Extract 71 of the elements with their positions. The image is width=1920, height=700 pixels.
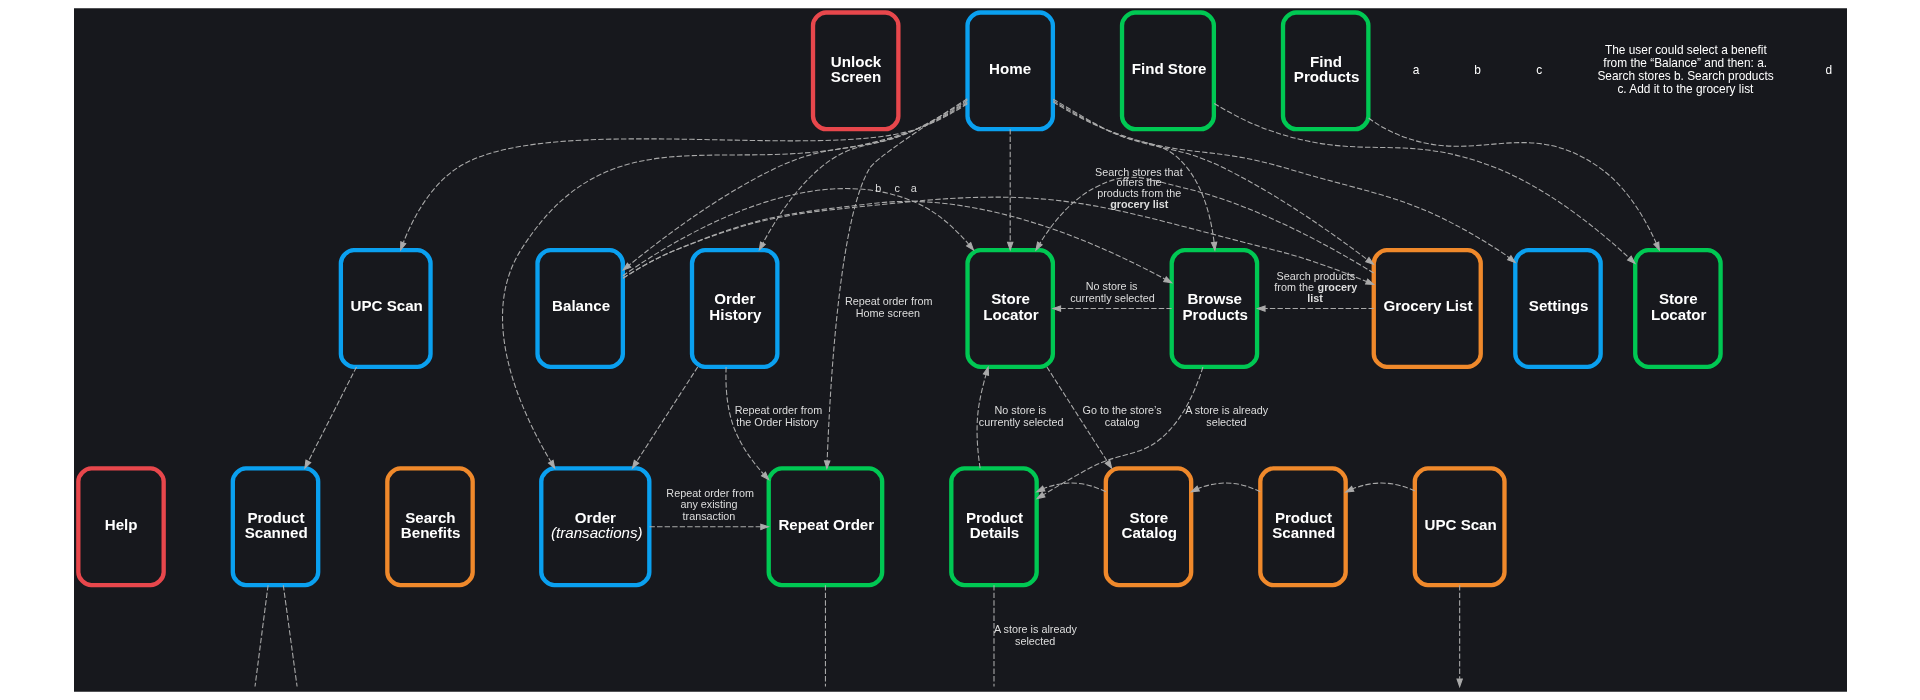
arrow <box>1189 482 1261 493</box>
node-box: Grocery List <box>1371 248 1483 370</box>
node-box: Product Scanned <box>1257 466 1348 588</box>
arrow <box>1255 305 1374 312</box>
arrow <box>621 101 968 272</box>
arrow <box>501 102 968 470</box>
arrow <box>622 200 1173 284</box>
node-box: Help <box>75 466 166 588</box>
edge-label: No store is currently selected <box>978 404 1063 429</box>
arrow <box>1052 100 1375 266</box>
node-box: Store Locator <box>1632 248 1723 370</box>
edge-label: A store is already selected <box>1184 404 1268 429</box>
arrow <box>303 366 357 470</box>
edge-label: c <box>894 182 900 195</box>
arrow <box>1052 101 1516 264</box>
node-box: Product Scanned <box>230 466 320 588</box>
connector <box>282 584 298 688</box>
edge-label: b <box>874 182 881 195</box>
arrow <box>976 365 989 469</box>
arrow <box>1455 584 1463 689</box>
node-box: Repeat Order <box>766 466 884 588</box>
node-box: Settings <box>1512 248 1603 370</box>
arrow <box>1213 102 1636 265</box>
node-box: UPC Scan <box>338 248 433 370</box>
edge-label: Search products from the grocery list <box>1273 270 1357 305</box>
label: a <box>1412 62 1419 77</box>
edge-label: a <box>910 182 917 195</box>
edge-label: Search stores that offers the products from the grocery list <box>1094 165 1183 211</box>
edge-label: Repeat order from any existing transaction <box>665 486 754 523</box>
label: c <box>1535 62 1542 77</box>
arrow <box>622 196 1375 285</box>
edge-label: No store is currently selected <box>1069 280 1155 305</box>
node-box: Home <box>964 10 1055 132</box>
label: d <box>1824 62 1832 77</box>
node-box: Product Details <box>948 466 1039 588</box>
arrow <box>1006 128 1014 252</box>
arrow <box>1035 366 1203 500</box>
node-box: Search Benefits <box>384 466 475 588</box>
connector <box>992 584 995 688</box>
label: b <box>1473 62 1481 77</box>
arrow <box>621 188 975 277</box>
arrow <box>1034 176 1374 274</box>
node-box: Order History <box>689 248 780 370</box>
node-box: Store Catalog <box>1103 466 1193 588</box>
edge-label: Repeat order from the Order History <box>734 404 822 429</box>
arrow <box>1034 482 1106 493</box>
arrow <box>1367 117 1660 252</box>
arrow <box>1045 366 1112 470</box>
node-box: Store Locator <box>964 248 1055 370</box>
arrow <box>823 98 968 471</box>
arrow <box>724 366 770 481</box>
arrow <box>1343 482 1415 493</box>
node-box: Browse Products <box>1169 248 1259 370</box>
arrow <box>758 99 968 252</box>
connector <box>253 584 269 688</box>
arrow <box>1050 305 1172 312</box>
connector <box>824 584 826 688</box>
node-box: Unlock Screen <box>810 10 901 132</box>
edge-label: Repeat order from Home screen <box>844 295 933 320</box>
arrow <box>648 523 770 531</box>
arrow <box>631 366 698 470</box>
node-box: Find Products <box>1280 10 1371 132</box>
label: The user could select a benefit from the “Balance” and then: a. Search stores b. Search products c. Add it to the grocery list <box>1596 43 1774 97</box>
edge-label: A store is already selected <box>993 622 1077 647</box>
node-box: Order (transactions) <box>538 466 651 588</box>
arrow <box>1052 98 1217 252</box>
node-box: Find Store <box>1119 10 1216 132</box>
arrow <box>399 103 968 252</box>
edge-label: Go to the store’s catalog <box>1082 404 1162 429</box>
node-box: UPC Scan <box>1412 466 1507 588</box>
node-box: Balance <box>534 248 625 370</box>
